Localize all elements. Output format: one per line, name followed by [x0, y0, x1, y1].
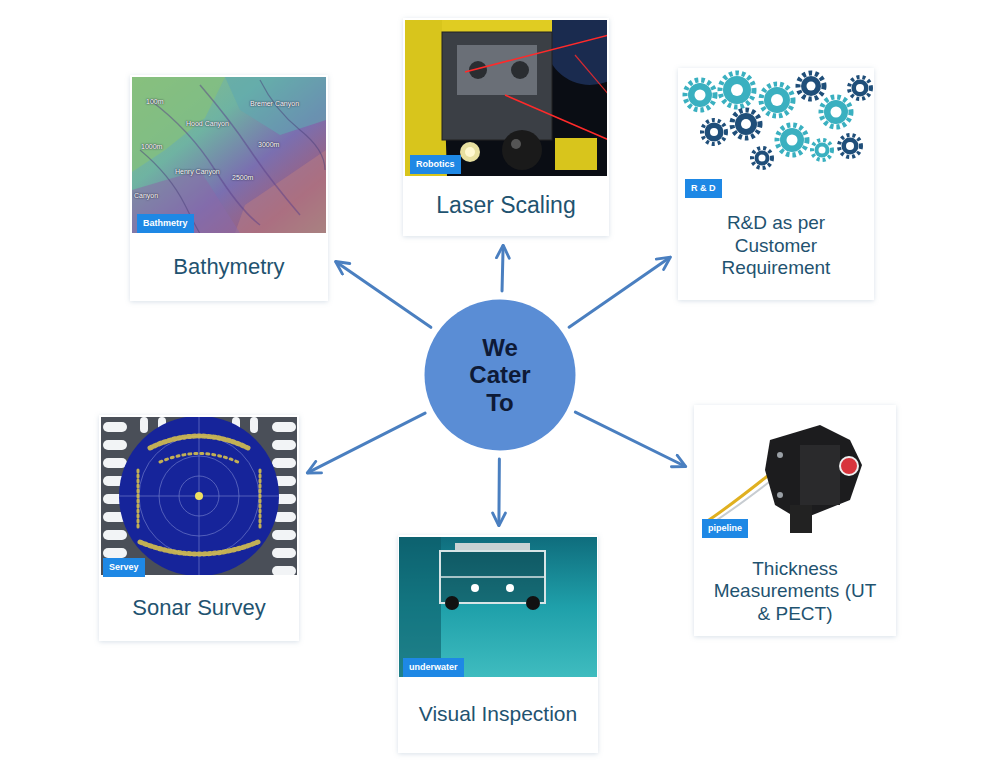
- arrow-connector: [575, 412, 685, 466]
- category-tag: underwater: [403, 658, 464, 677]
- thickness-probe-photo: [706, 425, 862, 533]
- map-label-holder: 1000m: [141, 135, 162, 153]
- map-label-holder: Bremer Canyon: [250, 92, 299, 110]
- rov-underwater-photo: [399, 537, 597, 677]
- service-card: underwaterVisual Inspection: [398, 535, 598, 753]
- map-label: Hood Canyon: [186, 120, 229, 127]
- hub-label: We Cater To: [462, 334, 538, 417]
- arrow-connector: [336, 262, 431, 327]
- map-label: Bremer Canyon: [250, 100, 299, 107]
- category-tag: Bathmetry: [137, 214, 194, 233]
- arrow-connector: [502, 246, 503, 291]
- hub-text-area: We Cater To: [424, 299, 576, 451]
- map-label-holder: Henry Canyon: [175, 160, 220, 178]
- category-tag: Robotics: [410, 155, 461, 174]
- card-title: Thickness Measurements (UT & PECT): [710, 558, 880, 625]
- map-label-holder: 3000m: [258, 133, 279, 151]
- map-label: 3000m: [258, 141, 279, 148]
- category-tag: R & D: [685, 179, 722, 198]
- hub-circle-fill: [425, 300, 576, 451]
- service-card: pipelineThickness Measurements (UT & PEC…: [694, 405, 896, 636]
- tag-holder: R & D: [685, 177, 722, 198]
- map-label-holder: 100m: [146, 90, 164, 108]
- map-label: Henry Canyon: [175, 168, 220, 175]
- arrow-connector: [569, 258, 670, 328]
- title-area: Sonar Survey: [99, 575, 299, 641]
- sonar-scan: [101, 417, 297, 575]
- map-label: 100m: [146, 98, 164, 105]
- title-area: Bathymetry: [130, 233, 328, 301]
- service-card: RoboticsLaser Scaling: [403, 18, 609, 236]
- service-card: ServeySonar Survey: [99, 415, 299, 641]
- tag-holder: Servey: [103, 556, 145, 577]
- title-area: Laser Scaling: [403, 176, 609, 236]
- title-area: R&D as per Customer Requirement: [678, 192, 874, 300]
- map-label-holder: Hood Canyon: [186, 112, 229, 130]
- map-label-holder: Canyon: [134, 184, 158, 202]
- map-label-holder: 2500m: [232, 166, 253, 184]
- card-title: Bathymetry: [173, 254, 284, 280]
- gears-icon: [685, 73, 871, 168]
- card-backgrounds: [99, 18, 896, 753]
- rov-laser-photo: [405, 20, 607, 176]
- title-area: Thickness Measurements (UT & PECT): [694, 547, 896, 636]
- map-label: 1000m: [141, 143, 162, 150]
- category-tag: pipeline: [702, 519, 748, 538]
- tag-holder: pipeline: [702, 517, 748, 538]
- map-label: 2500m: [232, 174, 253, 181]
- card-title: Visual Inspection: [419, 702, 577, 727]
- category-tag: Servey: [103, 558, 145, 577]
- tag-holder: underwater: [403, 656, 464, 677]
- card-title: R&D as per Customer Requirement: [696, 212, 856, 279]
- tag-holder: Robotics: [410, 153, 461, 174]
- arrow-connector: [308, 413, 425, 473]
- hub-circle: We Cater To: [424, 299, 576, 451]
- card-title: Sonar Survey: [132, 595, 265, 621]
- map-label: Canyon: [134, 192, 158, 199]
- tag-holder: Bathmetry: [137, 212, 194, 233]
- title-area: Visual Inspection: [398, 676, 598, 753]
- bathymetry-map: [132, 77, 326, 233]
- arrow-connector: [497, 459, 500, 525]
- service-card: R & D R&D as per Customer Requirement: [678, 68, 874, 300]
- card-title: Laser Scaling: [436, 192, 575, 219]
- service-card: BathmetryBathymetry: [130, 75, 328, 301]
